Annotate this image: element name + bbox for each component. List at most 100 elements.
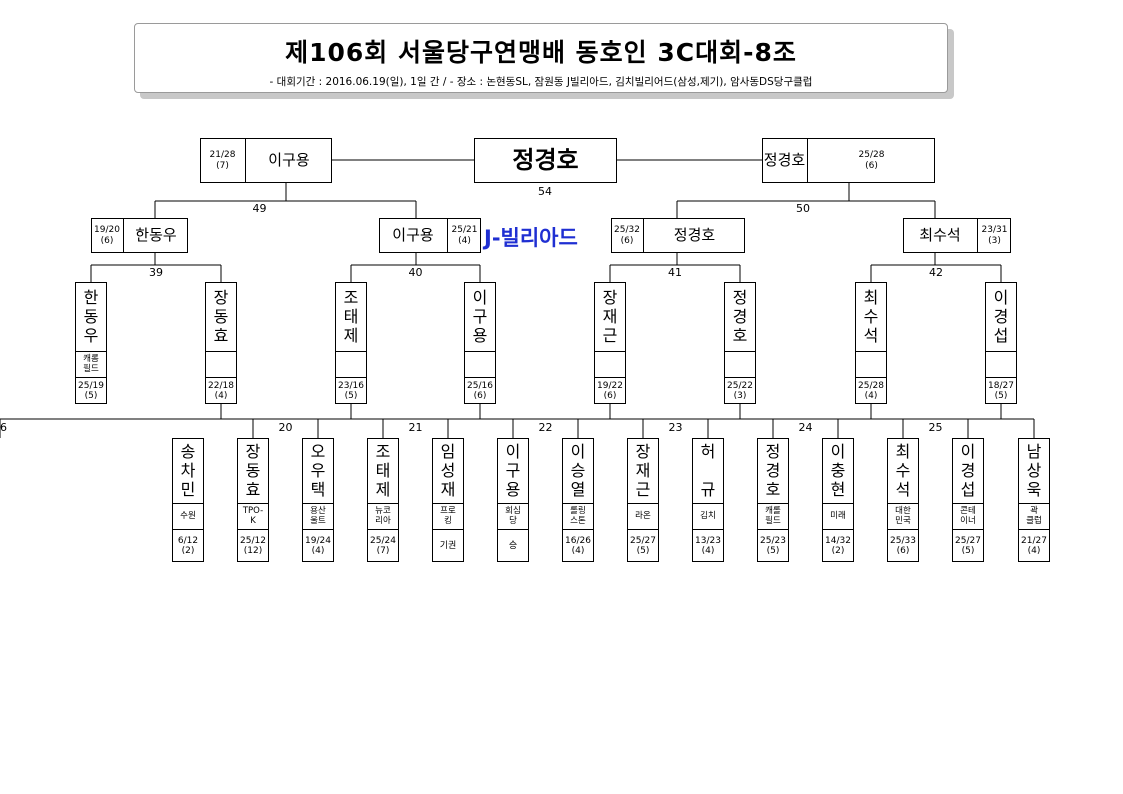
quarter-player-6-score: 25/22 (3) <box>727 380 753 401</box>
round1-player-2-name: 장 동 효 <box>237 438 269 504</box>
page-subtitle: - 대회기간 : 2016.06.19(일), 1일 간 / - 장소 : 논현… <box>269 76 813 88</box>
quarter-player-8 <box>985 282 1017 404</box>
quarter-player-6-affiliation <box>724 352 756 378</box>
round1-player-1-score: 6/12 (2) <box>177 535 199 556</box>
semi-player-4-score: 23/31 (3) <box>981 225 1008 246</box>
round1-player-13-name: 이 경 섭 <box>952 438 984 504</box>
champion-name: 정경호 <box>512 145 579 174</box>
round1-player-6-affiliation: 회심 당 <box>497 504 529 530</box>
round1-player-5 <box>432 438 464 562</box>
round1-player-1-affiliation: 수원 <box>172 504 204 530</box>
quarter-player-7-name: 최 수 석 <box>855 282 887 352</box>
round1-player-12-name: 최 수 석 <box>887 438 919 504</box>
semi-player-4 <box>903 218 1011 253</box>
page-title: 제106회 서울당구연맹배 동호인 3C대회-8조 <box>285 38 797 67</box>
quarter-player-2-name: 장 동 효 <box>205 282 237 352</box>
final-player-2-score: 25/28 (6) <box>858 150 885 171</box>
semi-match-number-1: 49 <box>252 202 267 215</box>
round1-match-number-3: 22 <box>538 421 553 434</box>
semi-player-1 <box>91 218 188 253</box>
semi-player-2 <box>379 218 481 253</box>
round1-player-8-name: 장 재 근 <box>627 438 659 504</box>
quarter-player-1-name: 한 동 우 <box>75 282 107 352</box>
round1-player-6-name: 이 구 용 <box>497 438 529 504</box>
round1-player-1 <box>172 438 204 562</box>
round1-player-7-name: 이 승 열 <box>562 438 594 504</box>
quarter-player-4-name: 이 구 용 <box>464 282 496 352</box>
final-player-1-name: 이구용 <box>268 150 310 169</box>
semi-player-3-name: 정경호 <box>673 225 716 244</box>
semi-match-number-2: 50 <box>796 202 810 215</box>
round1-player-7 <box>562 438 594 562</box>
round1-player-3-name: 오 우 택 <box>302 438 334 504</box>
round1-match-number-6: 25 <box>928 421 943 434</box>
quarter-match-number-3: 41 <box>668 266 682 279</box>
quarter-player-5 <box>594 282 626 404</box>
semi-player-2-score: 25/21 (4) <box>451 225 478 246</box>
quarter-player-8-affiliation <box>985 352 1017 378</box>
round1-player-14-score: 21/27 (4) <box>1021 535 1047 556</box>
quarter-player-6-name: 정 경 호 <box>724 282 756 352</box>
quarter-player-8-name: 이 경 섭 <box>985 282 1017 352</box>
final-player-2 <box>762 138 935 183</box>
round1-player-3-affiliation: 용산 울트 <box>302 504 334 530</box>
quarter-match-number-2: 40 <box>408 266 423 279</box>
round1-player-3-score: 19/24 (4) <box>305 535 331 556</box>
quarter-player-4-score: 25/16 (6) <box>467 380 493 401</box>
round1-player-10-affiliation: 캐롤 필드 <box>757 504 789 530</box>
round1-player-2 <box>237 438 269 562</box>
round1-match-number-2: 21 <box>408 421 423 434</box>
final-match-number: 54 <box>538 185 552 198</box>
round1-player-8-score: 25/27 (5) <box>630 535 656 556</box>
quarter-player-2 <box>205 282 237 404</box>
round1-player-9-affiliation: 김치 <box>692 504 724 530</box>
round1-player-5-affiliation: 프로 킹 <box>432 504 464 530</box>
quarter-player-4 <box>464 282 496 404</box>
round1-match-number-4: 23 <box>668 421 683 434</box>
round1-player-4-affiliation: 뉴코 리아 <box>367 504 399 530</box>
round1-player-11-name: 이 충 현 <box>822 438 854 504</box>
round1-player-4-name: 조 태 제 <box>367 438 399 504</box>
round1-player-2-affiliation: TPO- K <box>237 504 269 530</box>
round1-player-14-name: 남 상 욱 <box>1018 438 1050 504</box>
round1-player-10-score: 25/23 (5) <box>760 535 786 556</box>
quarter-player-3-score: 23/16 (5) <box>338 380 364 401</box>
semi-player-1-score: 19/20 (6) <box>91 218 124 253</box>
quarter-player-3-name: 조 태 제 <box>335 282 367 352</box>
round1-player-11-affiliation: 미래 <box>822 504 854 530</box>
round1-player-12 <box>887 438 919 562</box>
round1-player-9-name: 허 규 <box>692 438 724 504</box>
round1-player-1-name: 송 차 민 <box>172 438 204 504</box>
champion-box <box>474 138 617 183</box>
semi-player-1-name: 한동우 <box>135 225 177 244</box>
quarter-match-number-4: 42 <box>929 266 943 279</box>
round1-player-7-affiliation: 롤링 스톤 <box>562 504 594 530</box>
round1-player-11 <box>822 438 854 562</box>
round1-match-number-7: 26 <box>0 421 7 434</box>
quarter-player-1-score: 25/19 (5) <box>78 380 104 401</box>
quarter-player-7 <box>855 282 887 404</box>
quarter-player-5-score: 19/22 (6) <box>597 380 623 401</box>
round1-player-6 <box>497 438 529 562</box>
quarter-player-1-affiliation: 캐롬 필드 <box>75 352 107 378</box>
quarter-player-1 <box>75 282 107 404</box>
venue-label: J-빌리아드 <box>484 226 578 250</box>
round1-player-13 <box>952 438 984 562</box>
final-player-1-score: 21/28 (7) <box>200 138 246 183</box>
round1-player-5-score: 기권 <box>439 540 457 551</box>
quarter-player-3-affiliation <box>335 352 367 378</box>
round1-player-9-score: 13/23 (4) <box>695 535 721 556</box>
round1-player-13-affiliation: 콘테 이너 <box>952 504 984 530</box>
round1-player-12-score: 25/33 (6) <box>890 535 916 556</box>
quarter-player-6 <box>724 282 756 404</box>
quarter-player-7-score: 25/28 (4) <box>858 380 884 401</box>
title-banner: 제106회 서울당구연맹배 동호인 3C대회-8조 - 대회기간 : 2016.… <box>134 23 948 93</box>
quarter-player-5-name: 장 재 근 <box>594 282 626 352</box>
round1-player-4 <box>367 438 399 562</box>
round1-player-3 <box>302 438 334 562</box>
quarter-player-8-score: 18/27 (5) <box>988 380 1014 401</box>
round1-player-5-name: 임 성 재 <box>432 438 464 504</box>
semi-player-3-score: 25/32 (6) <box>611 218 644 253</box>
quarter-player-2-affiliation <box>205 352 237 378</box>
